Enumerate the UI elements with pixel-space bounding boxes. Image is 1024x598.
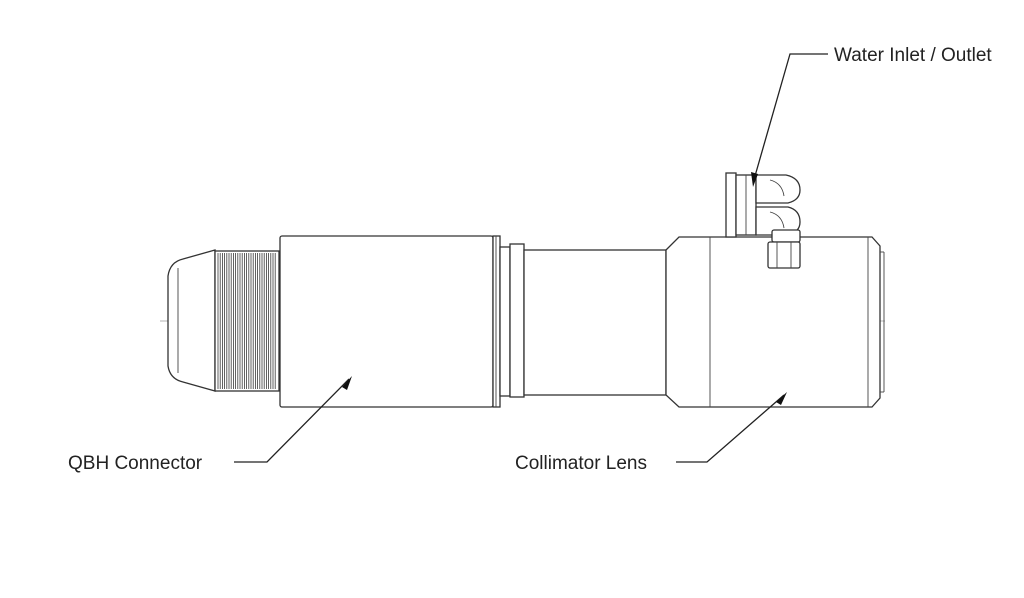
water-label: Water Inlet / Outlet <box>834 45 992 66</box>
water-arrowhead <box>751 172 758 187</box>
middle-tube <box>523 249 667 396</box>
qbh-arrowhead <box>342 376 352 390</box>
qbh-callout: QBH Connector <box>68 376 352 474</box>
qbh-end-cap <box>167 249 216 392</box>
qbh-label: QBH Connector <box>68 453 203 474</box>
collimator-leader-line <box>676 394 785 463</box>
qbh-connector-housing <box>279 235 494 408</box>
water-fitting <box>725 172 801 269</box>
water-callout: Water Inlet / Outlet <box>751 45 992 187</box>
collimator-callout: Collimator Lens <box>515 392 787 474</box>
collimator-lens-body <box>665 236 885 408</box>
knurled-nut <box>214 250 280 392</box>
collimator-label: Collimator Lens <box>515 453 647 474</box>
collimator-arrowhead <box>776 392 787 405</box>
water-leader-line <box>752 53 828 184</box>
qbh-leader-line <box>234 378 350 463</box>
o-ring-grooves <box>492 235 525 408</box>
